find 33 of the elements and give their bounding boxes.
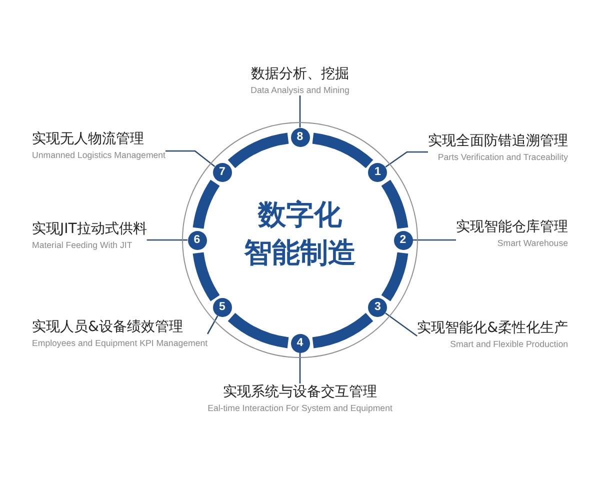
item-subtitle: Parts Verification and Traceability <box>438 150 568 162</box>
leader-line <box>207 316 218 334</box>
item-title: 数据分析、挖掘 <box>251 66 349 82</box>
item-subtitle: Eal-time Interaction For System and Equipment <box>208 402 392 414</box>
item-subtitle: Employees and Equipment KPI Management <box>32 336 208 348</box>
number-circle: 6 <box>188 230 206 250</box>
item-title: 实现无人物流管理 <box>32 130 144 148</box>
number-circle: 1 <box>368 162 388 182</box>
leader-line <box>146 239 188 241</box>
item-title: 实现智能仓库管理 <box>456 218 568 236</box>
center-title: 数字化智能制造 <box>244 197 356 271</box>
item-subtitle: Smart and Flexible Production <box>450 338 568 350</box>
item-title: 实现人员&设备绩效管理 <box>32 318 183 336</box>
number-circle: 3 <box>368 298 388 318</box>
leader-line <box>166 150 216 168</box>
leader-line <box>385 312 418 337</box>
leader-line <box>412 239 456 241</box>
number-circle: 7 <box>212 162 232 182</box>
item-title: 实现全面防错追溯管理 <box>428 132 568 150</box>
item-title: 实现系统与设备交互管理 <box>223 384 377 400</box>
leader-line <box>385 151 428 168</box>
item-subtitle: Material Feeding With JIT <box>32 238 132 250</box>
leader-line <box>299 96 301 128</box>
item-subtitle: Data Analysis and Mining <box>250 84 350 96</box>
item-subtitle: Unmanned Logistics Management <box>32 148 166 160</box>
item-title: 实现智能化&柔性化生产 <box>417 320 568 336</box>
number-circle: 5 <box>212 298 232 318</box>
number-circle: 8 <box>290 128 310 146</box>
leader-line <box>299 352 301 384</box>
number-circle: 4 <box>290 334 310 352</box>
item-subtitle: Smart Warehouse <box>497 236 568 248</box>
number-circle: 2 <box>394 230 412 250</box>
item-title: 实现JIT拉动式供料 <box>32 220 147 238</box>
